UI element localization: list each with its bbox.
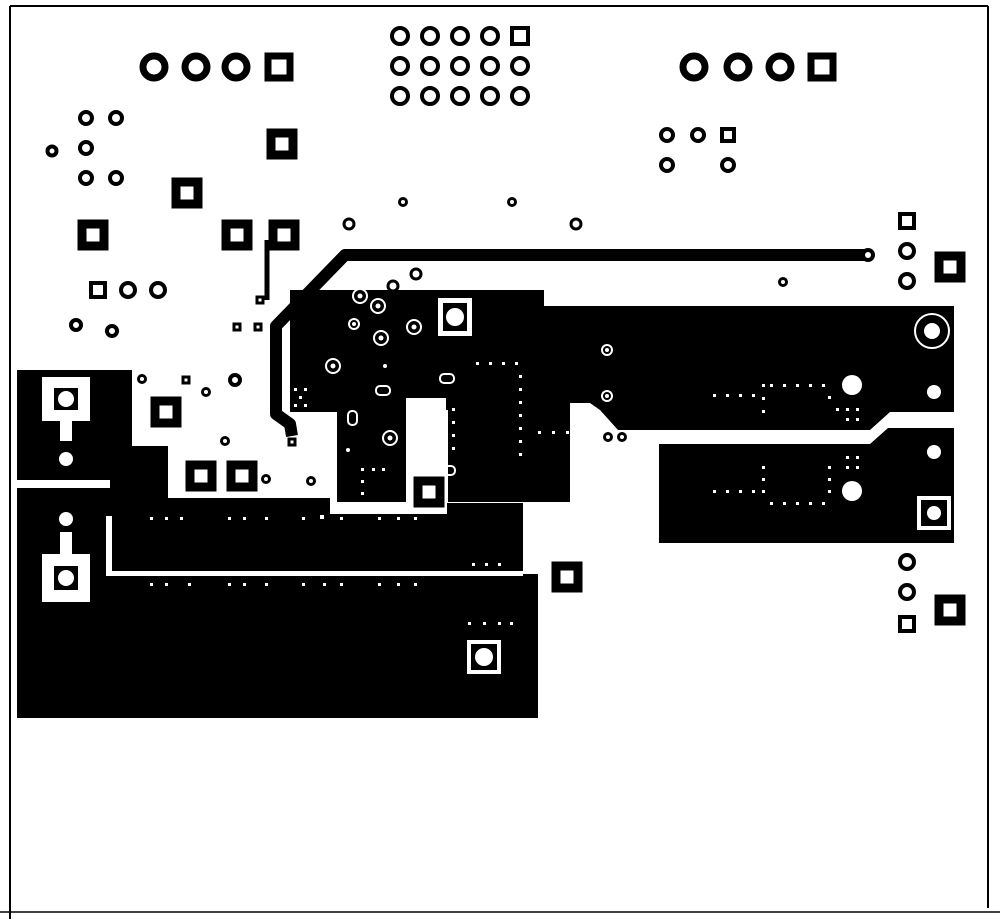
output-pour xyxy=(659,428,954,543)
switch-node-pour xyxy=(290,290,954,502)
left-lower-pour xyxy=(17,493,538,718)
top-header xyxy=(390,26,530,106)
small-pads-right xyxy=(659,127,916,633)
node-via-dots xyxy=(330,293,609,452)
tiny-vias xyxy=(137,197,788,486)
left-upper-pour xyxy=(17,370,330,516)
mid-band-pour xyxy=(112,498,523,571)
pour-pads xyxy=(438,298,951,674)
feedback-trace xyxy=(270,249,866,437)
small-pads-left xyxy=(45,110,242,387)
input-pads xyxy=(42,377,90,602)
board-outline xyxy=(0,5,1000,919)
node-vias xyxy=(325,288,613,476)
connector-left xyxy=(139,52,294,82)
stitching-vias xyxy=(150,362,859,625)
copper-pours xyxy=(17,240,954,718)
trace-end-pad xyxy=(861,248,875,262)
connector-right xyxy=(679,52,837,82)
square-pads xyxy=(77,128,966,626)
